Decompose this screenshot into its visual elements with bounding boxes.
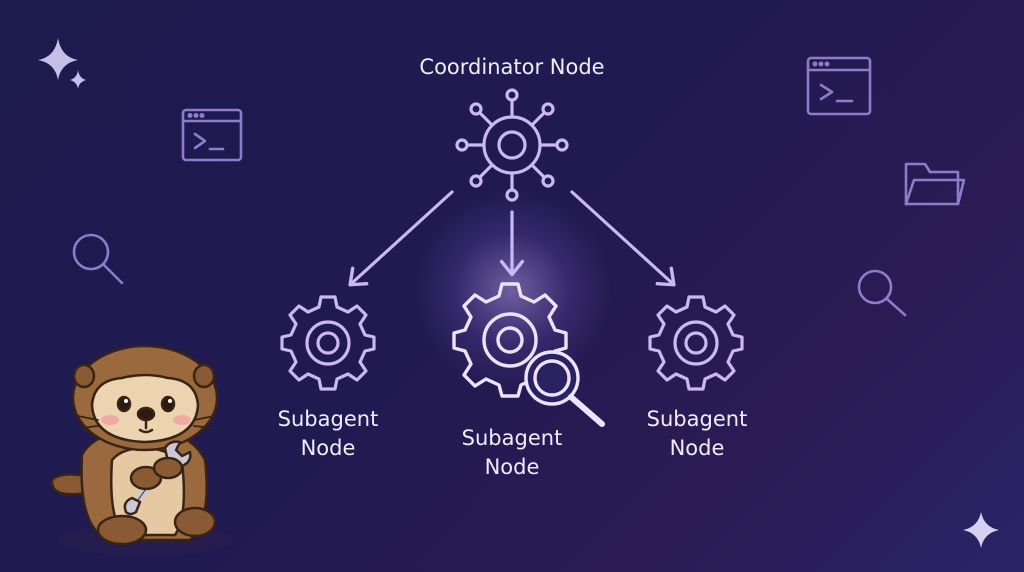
subagent-label-line1: Subagent bbox=[461, 426, 563, 450]
subagent-node-label-left: Subagent Node bbox=[218, 405, 438, 463]
arrow-right bbox=[570, 190, 676, 287]
subagent-label-line1: Subagent bbox=[277, 407, 379, 431]
terminal-icon bbox=[181, 108, 243, 162]
otter-mascot bbox=[50, 344, 233, 556]
subagent-label-line2: Node bbox=[484, 455, 540, 479]
sparkle-icon bbox=[963, 512, 999, 548]
subagent-label-line2: Node bbox=[669, 436, 725, 460]
search-icon bbox=[857, 269, 907, 317]
terminal-icon bbox=[806, 56, 872, 116]
subagent-node-label-center: Subagent Node bbox=[402, 424, 622, 482]
search-icon bbox=[72, 233, 124, 285]
coordinator-node-label: Coordinator Node bbox=[419, 55, 605, 79]
gear-icon bbox=[280, 295, 376, 391]
network-hub-icon bbox=[455, 88, 569, 202]
gear-icon bbox=[648, 295, 744, 391]
subagent-label-line1: Subagent bbox=[646, 407, 748, 431]
sparkle-icon bbox=[38, 38, 86, 89]
folder-icon bbox=[904, 162, 966, 206]
arrow-left bbox=[348, 190, 454, 287]
subagent-label-line2: Node bbox=[300, 436, 356, 460]
subagent-node-label-right: Subagent Node bbox=[587, 405, 807, 463]
gear-search-icon bbox=[452, 282, 605, 427]
